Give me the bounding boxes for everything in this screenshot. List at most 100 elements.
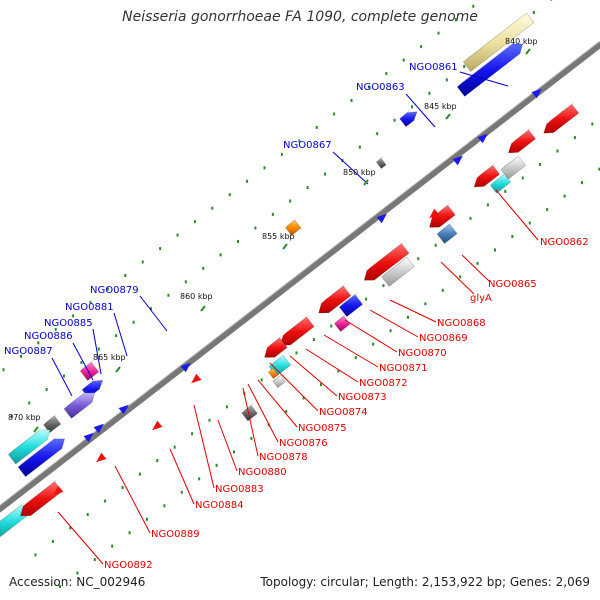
- guide-dot: [285, 409, 288, 413]
- leader-ngo0885: [92, 328, 102, 375]
- gene-label-ngo0870[interactable]: NGO0870: [398, 348, 447, 359]
- gene-feature-ngo0862: [473, 162, 501, 188]
- arrow-ngo0861: [531, 88, 542, 99]
- leader-ngo0879: [139, 295, 168, 332]
- gene-label-ngo0886[interactable]: NGO0886: [24, 331, 73, 342]
- arrow-shape: [96, 452, 107, 463]
- guide-dot: [511, 234, 514, 238]
- gene-feature-ngo0874: [264, 334, 288, 358]
- leader-ngo0887: [51, 357, 73, 397]
- genome-stats-text: Topology: circular; Length: 2,153,922 bp…: [260, 575, 590, 589]
- arrow-ngo0879: [180, 362, 191, 373]
- gene-body: [267, 368, 279, 379]
- guide-dot: [237, 239, 240, 243]
- gene-top-face: [511, 126, 533, 144]
- guide-dot: [193, 220, 196, 224]
- guide-dot: [80, 361, 83, 365]
- guide-dot: [406, 315, 409, 319]
- gene-label-ngo0887[interactable]: NGO0887: [4, 346, 53, 357]
- gene-label-ngo0869[interactable]: NGO0869: [419, 333, 468, 344]
- gene-label-ngo0878[interactable]: NGO0878: [259, 452, 308, 463]
- gene-label-ngo0865[interactable]: NGO0865: [488, 279, 537, 290]
- arrow-ngo0864: [477, 133, 488, 144]
- gene-body: [543, 103, 580, 134]
- gene-label-ngo0867[interactable]: NGO0867: [283, 140, 332, 151]
- gene-body: [376, 158, 387, 169]
- guide-dot: [298, 139, 301, 143]
- guide-dot: [280, 152, 283, 156]
- guide-dot: [289, 199, 292, 203]
- gene-label-ngo0872[interactable]: NGO0872: [359, 378, 408, 389]
- gene-label-ngo0884[interactable]: NGO0884: [195, 500, 244, 511]
- gene-label-ngo0879[interactable]: NGO0879: [90, 285, 139, 296]
- gene-body: [462, 12, 535, 72]
- gene-top-face: [23, 478, 59, 507]
- guide-dot: [437, 31, 440, 35]
- gene-body: [429, 205, 456, 228]
- guide-dot: [428, 91, 431, 95]
- guide-dot: [271, 212, 274, 216]
- gene-label-ngo0885[interactable]: NGO0885: [44, 318, 93, 329]
- guide-dot: [504, 189, 507, 193]
- guide-dot: [211, 206, 214, 210]
- gene-label-ngo0883[interactable]: NGO0883: [215, 484, 264, 495]
- guide-dot: [191, 432, 194, 436]
- scale-tick: [363, 179, 369, 186]
- gene-body: [473, 165, 501, 188]
- gene-top-face: [463, 9, 530, 63]
- leader-ngo0868: [389, 299, 437, 323]
- guide-dot: [115, 334, 118, 338]
- gene-label-ngo0876[interactable]: NGO0876: [279, 438, 328, 449]
- arrow-ngo0885: [93, 423, 104, 434]
- gene-label-ngo0889[interactable]: NGO0889: [151, 529, 200, 540]
- guide-dot: [111, 544, 114, 548]
- accession-text: Accession: NC_002946: [9, 575, 146, 589]
- gene-label-ngo0881[interactable]: NGO0881: [65, 302, 114, 313]
- gene-label-ngo0875[interactable]: NGO0875: [298, 423, 347, 434]
- gene-body: [489, 173, 512, 194]
- guide-dot: [539, 162, 542, 166]
- gene-label-ngo0863[interactable]: NGO0863: [356, 82, 405, 93]
- gene-label-ngo0892[interactable]: NGO0892: [104, 560, 153, 571]
- scale-tick: [282, 243, 288, 250]
- guide-dot: [463, 64, 466, 68]
- gene-label-ngo0868[interactable]: NGO0868: [437, 318, 486, 329]
- gene-body: [507, 129, 536, 154]
- arrow-ngo0889: [96, 452, 107, 463]
- guide-dot: [2, 368, 5, 372]
- guide-dot: [124, 273, 127, 277]
- arrow-shape: [93, 423, 104, 434]
- arrow-ngo0892: [53, 485, 64, 496]
- gene-label-glya[interactable]: glyA: [470, 293, 492, 304]
- gene-label-ngo0880[interactable]: NGO0880: [238, 467, 287, 478]
- gene-feature-ngo0883: [241, 402, 258, 422]
- guide-dot: [441, 288, 444, 292]
- guide-dot: [333, 112, 336, 116]
- gene-top-face: [0, 501, 26, 522]
- guide-dot: [521, 176, 524, 180]
- arrow-ngo0863: [452, 155, 463, 166]
- guide-dot: [173, 445, 176, 449]
- scale-label-845: 845 kbp: [424, 102, 457, 111]
- leader-ngo0880: [217, 419, 238, 472]
- gene-feature-ngo0861: [399, 109, 418, 128]
- gene-label-ngo0862[interactable]: NGO0862: [540, 237, 589, 248]
- guide-dot: [260, 378, 263, 382]
- gene-label-ngo0873[interactable]: NGO0873: [338, 392, 387, 403]
- scale-label-855: 855 kbp: [262, 232, 295, 241]
- guide-dot: [573, 136, 576, 140]
- guide-dot: [246, 179, 249, 183]
- gene-label-ngo0874[interactable]: NGO0874: [319, 407, 368, 418]
- guide-dot: [159, 247, 162, 251]
- gene-body: [399, 111, 418, 128]
- gene-label-ngo0861[interactable]: NGO0861: [409, 62, 458, 73]
- scale-label-870: 870 kbp: [8, 413, 41, 422]
- gene-label-ngo0871[interactable]: NGO0871: [379, 363, 428, 374]
- gene-feature-glya: [436, 220, 458, 244]
- guide-dot: [138, 472, 141, 476]
- gene-feature-ngo0867: [284, 216, 302, 236]
- guide-dot: [367, 85, 370, 89]
- guide-dot: [532, 11, 535, 15]
- leader-ngo0873: [289, 355, 338, 397]
